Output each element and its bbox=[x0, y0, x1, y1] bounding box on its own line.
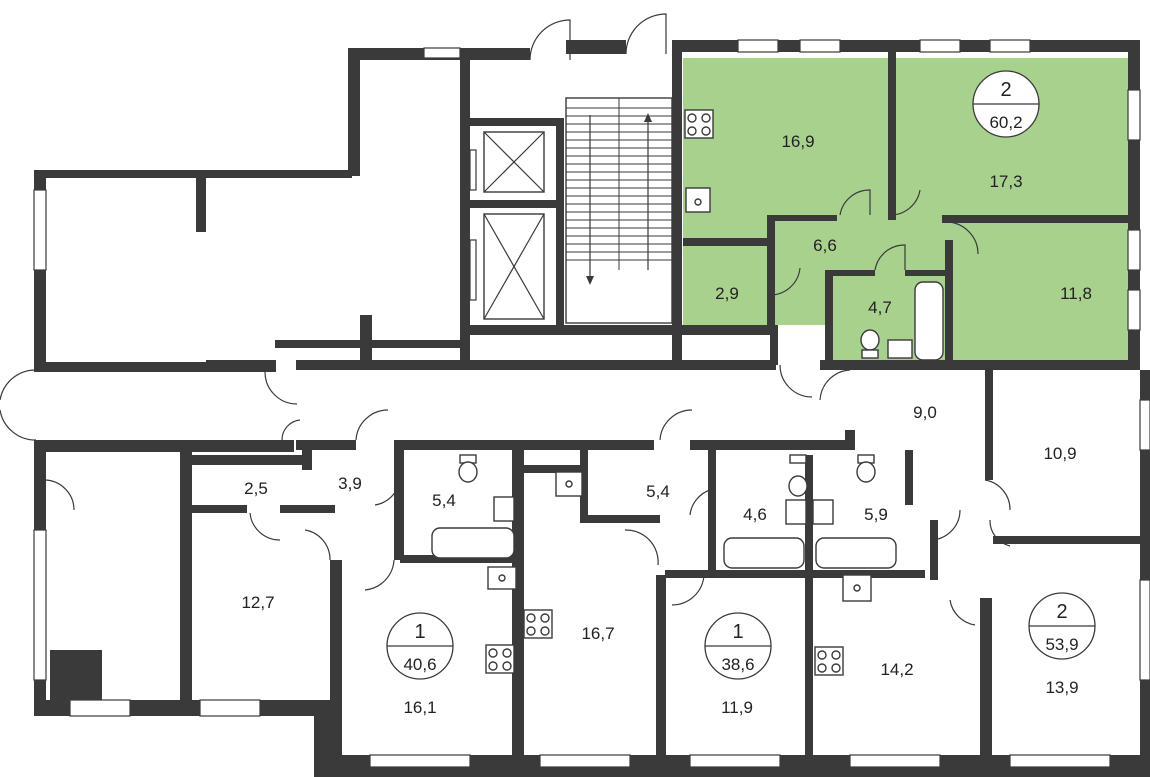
badge-area: 60,2 bbox=[989, 113, 1022, 132]
fixtures bbox=[431, 109, 944, 676]
sink-icon bbox=[842, 574, 872, 602]
badge-rooms: 1 bbox=[732, 621, 743, 643]
toilet-icon bbox=[788, 454, 808, 497]
room-area-label: 11,9 bbox=[721, 698, 753, 717]
room-area-label: 16,7 bbox=[581, 624, 614, 643]
room-area-label: 5,4 bbox=[646, 482, 670, 501]
sink-icon bbox=[785, 499, 807, 525]
room-area-label: 3,9 bbox=[338, 474, 362, 493]
room-area-label: 5,9 bbox=[864, 505, 888, 524]
toilet-icon bbox=[458, 454, 478, 483]
badge-area: 53,9 bbox=[1045, 635, 1078, 654]
apartment-badge[interactable]: 1 40,6 bbox=[386, 612, 454, 680]
room-area-label: 13,9 bbox=[1045, 678, 1078, 697]
bathtub-icon bbox=[723, 537, 805, 569]
room-area-label: 6,6 bbox=[813, 236, 837, 255]
bathtub-icon bbox=[914, 281, 944, 361]
badge-area: 38,6 bbox=[721, 655, 754, 674]
toilet-icon bbox=[856, 454, 876, 483]
sink-icon bbox=[685, 187, 711, 213]
toilet-icon bbox=[860, 329, 880, 359]
badge-area: 40,6 bbox=[403, 655, 436, 674]
selected-apartment-area[interactable] bbox=[683, 58, 1128, 362]
badge-rooms: 2 bbox=[1000, 79, 1011, 101]
sink-icon bbox=[487, 566, 517, 590]
room-area-label: 14,2 bbox=[880, 660, 913, 679]
sink-icon bbox=[493, 496, 515, 522]
windows bbox=[33, 39, 1150, 768]
room-area-label: 10,9 bbox=[1043, 444, 1076, 463]
room-area-label: 11,8 bbox=[1060, 284, 1092, 303]
badge-rooms: 1 bbox=[414, 621, 425, 643]
stove-icon bbox=[485, 644, 515, 674]
room-area-label: 5,4 bbox=[432, 491, 456, 510]
room-area-label: 16,1 bbox=[403, 698, 436, 717]
room-area-label: 2,5 bbox=[244, 479, 268, 498]
apartment-badge[interactable]: 1 38,6 bbox=[704, 612, 772, 680]
room-area-label: 9,0 bbox=[913, 403, 937, 422]
stove-icon bbox=[523, 609, 553, 639]
badge-rooms: 2 bbox=[1056, 601, 1067, 623]
elevator-icon bbox=[483, 131, 545, 320]
stove-icon bbox=[684, 109, 714, 139]
room-area-label: 2,9 bbox=[715, 284, 739, 303]
room-labels: 16,9 17,3 6,6 2,9 4,7 11,8 16,1 16,7 3,9… bbox=[241, 132, 1091, 717]
staircase bbox=[565, 97, 673, 324]
sink-icon bbox=[887, 339, 913, 359]
room-area-label: 16,9 bbox=[781, 132, 814, 151]
room-area-label: 12,7 bbox=[241, 593, 274, 612]
bathtub-icon bbox=[431, 527, 515, 559]
sink-icon bbox=[812, 499, 834, 525]
stair-arrow-icon bbox=[586, 276, 594, 285]
apartment-badge[interactable]: 2 60,2 bbox=[972, 70, 1040, 138]
sink-icon bbox=[555, 471, 583, 497]
bathtub-icon bbox=[815, 537, 897, 569]
stair-arrow-icon bbox=[644, 113, 652, 122]
room-area-label: 4,7 bbox=[868, 298, 892, 317]
room-area-label: 4,6 bbox=[743, 505, 767, 524]
stove-icon bbox=[814, 646, 844, 676]
doors bbox=[0, 13, 1011, 626]
apartment-badge[interactable]: 2 53,9 bbox=[1028, 592, 1096, 660]
room-area-label: 17,3 bbox=[989, 172, 1022, 191]
